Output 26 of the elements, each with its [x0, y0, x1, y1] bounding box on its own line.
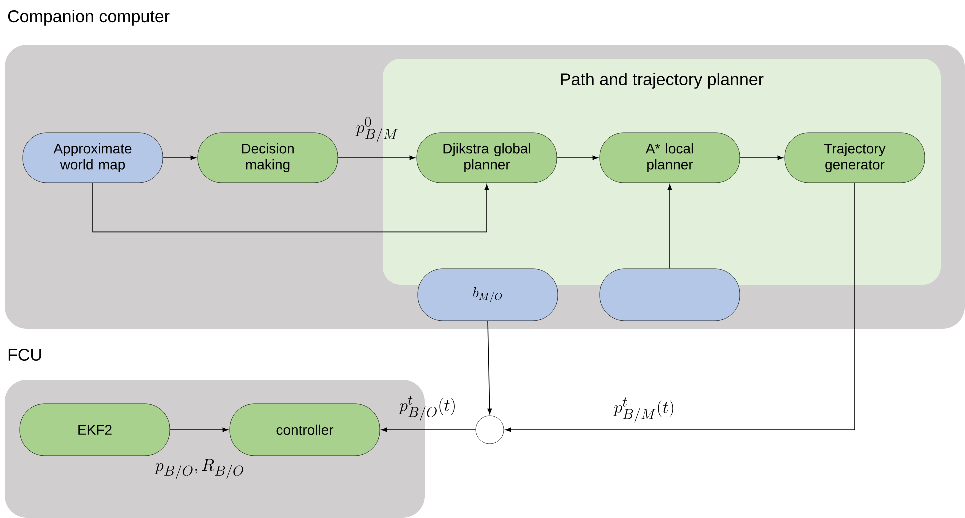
process-box: Approximate world map	[22, 132, 164, 184]
arrow	[92, 182, 490, 233]
process-box: EKF2	[20, 404, 170, 456]
process-box: $b_{M/O}$	[418, 268, 558, 322]
junction-circle	[476, 416, 504, 444]
process-box: Djikstra global planner	[416, 132, 558, 184]
arrow	[382, 428, 476, 432]
arrow	[488, 320, 492, 414]
process-box: Trajectory generator	[784, 132, 926, 184]
arrow	[338, 156, 416, 160]
edge-label: $p^{t}_{B/M}(t)$	[614, 398, 674, 423]
node-label: FCU	[8, 348, 42, 362]
arrow	[556, 156, 598, 160]
arrow	[506, 182, 856, 432]
node-label: Companion computer	[8, 10, 170, 26]
process-box: A* local planner	[600, 132, 740, 184]
edge-label: $p^{0}_{B/M}$	[356, 117, 398, 143]
process-box: Decision making	[198, 132, 338, 184]
edge-label: $p^{t}_{B/O}(t)$	[398, 396, 455, 421]
arrow	[170, 428, 228, 432]
arrow	[162, 156, 196, 160]
arrow	[740, 156, 784, 160]
process-box: controller	[230, 404, 380, 456]
arrow	[668, 184, 672, 270]
edge-label: $p_{B/O},R_{B/O}$	[154, 459, 244, 480]
process-box	[600, 268, 740, 322]
